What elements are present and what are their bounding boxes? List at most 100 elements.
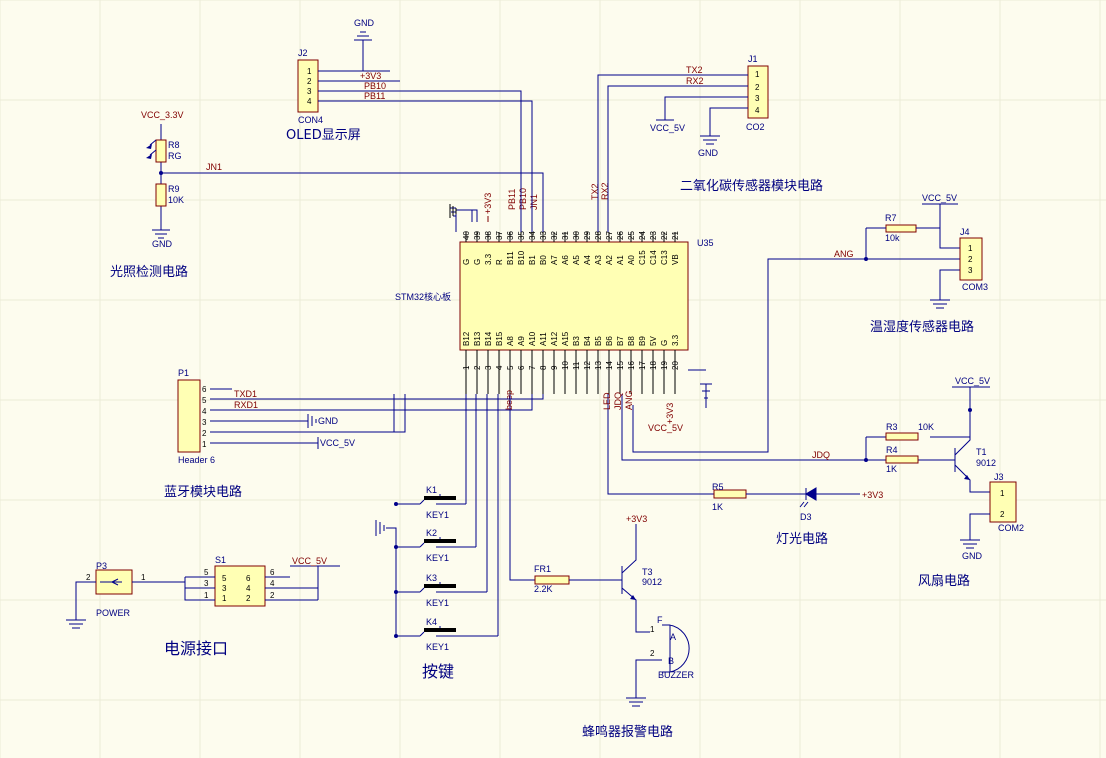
key-button-bar xyxy=(424,539,456,543)
mcu-bot-pin-num: 14 xyxy=(605,361,614,370)
light-sensor-circuit: VCC_3.3V R8 RG R9 10K GND JN1 xyxy=(141,110,544,249)
s1-pin3: 3 xyxy=(204,579,209,588)
power-circuit: P3 POWER 2 1 S1 5 6 3 4 1 2 5 3 1 6 4 2 … xyxy=(66,555,340,629)
j4-vcc: VCC_5V xyxy=(922,193,957,203)
p1-pin4: 4 xyxy=(202,407,207,416)
mcu-top-pin-label: A5 xyxy=(572,255,581,265)
mcu-bottom-wires: beep LED JDQ ANG +3V3 VCC_5V xyxy=(504,350,866,581)
j2-net-3v3: +3V3 xyxy=(360,71,381,81)
net-jdq: JDQ xyxy=(613,392,623,410)
caption-temp: 温湿度传感器电路 xyxy=(870,319,974,335)
light-vcc: VCC_3.3V xyxy=(141,110,184,120)
j2-pin2: 2 xyxy=(307,77,312,86)
mcu-top-pin-label: A6 xyxy=(561,255,570,265)
fr1-body xyxy=(534,575,570,585)
temp-humidity-circuit: VCC_5V R7 10k ANG J4 COM3 1 2 3 xyxy=(767,193,988,350)
caption-buzzer: 蜂鸣器报警电路 xyxy=(582,724,673,740)
mcu-top-pin-label: B0 xyxy=(539,255,548,265)
s1-body xyxy=(214,565,266,607)
light-net: JN1 xyxy=(206,162,222,172)
key-button-bar xyxy=(424,628,456,632)
t1-ref: T1 xyxy=(976,447,987,457)
mcu-top-pin-num: 36 xyxy=(506,231,515,240)
s1-pin1: 1 xyxy=(204,591,209,600)
t1-value: 9012 xyxy=(976,458,996,468)
mcu-u35: 40G39G383.337R36B1135B1034B133B032A731A6… xyxy=(395,231,714,394)
p3-pin2: 2 xyxy=(86,573,91,582)
d3-led-icon xyxy=(805,487,817,501)
s1-inner-2: 2 xyxy=(246,594,251,603)
j1-net-rx2: RX2 xyxy=(686,76,704,86)
mcu-top-pin-num: 30 xyxy=(572,231,581,240)
j4-ref: J4 xyxy=(960,227,970,237)
j1-pin1: 1 xyxy=(755,70,760,79)
j2-net-pb11: PB11 xyxy=(364,91,385,101)
r7-ref: R7 xyxy=(885,213,897,223)
net-led: LED xyxy=(602,392,612,410)
mcu-bot-pin-num: 15 xyxy=(616,361,625,370)
p1-pin1: 1 xyxy=(202,440,207,449)
p1-pin3: 3 xyxy=(202,418,207,427)
p1-net-rxd1: RXD1 xyxy=(234,400,258,410)
j4-name: COM3 xyxy=(962,282,988,292)
mcu-bot-pin-label: A12 xyxy=(550,331,559,346)
r4-ref: R4 xyxy=(886,445,898,455)
j1-pin2: 2 xyxy=(755,83,760,92)
mcu-top-pin-label: G xyxy=(473,259,482,265)
mcu-bot-pin-num: 7 xyxy=(528,365,537,370)
j4-pin3: 3 xyxy=(968,266,973,275)
r8-ref: R8 xyxy=(168,140,180,150)
buzzer-body xyxy=(662,624,690,673)
s1-pin2: 2 xyxy=(270,591,275,600)
net-jn1-top: JN1 xyxy=(529,194,539,210)
key-ref: K1 xyxy=(426,485,437,495)
key-switch-4 xyxy=(396,626,460,637)
mcu-bot-pin-label: A15 xyxy=(561,331,570,346)
key-name: KEY1 xyxy=(426,553,449,563)
net-ang: ANG xyxy=(624,390,634,410)
mcu-bot-pin-num: 13 xyxy=(594,361,603,370)
p1-pin2: 2 xyxy=(202,429,207,438)
mcu-top-pin-label: B11 xyxy=(506,251,515,265)
j2-gnd: GND xyxy=(354,18,375,28)
mcu-top-pin-num: 22 xyxy=(660,231,669,240)
j2-net-pb10: PB10 xyxy=(364,81,386,91)
net-pb10-top: PB10 xyxy=(518,188,528,210)
buzzer-circuit: FR1 2.2K +3V3 T3 9012 F A B 1 2 BUZZER xyxy=(534,514,695,707)
mcu-top-pin-label: A4 xyxy=(583,255,592,265)
key-name: KEY1 xyxy=(426,510,449,520)
co2-connector-j1: J1 CO2 1 2 3 4 TX2 RX2 VCC_5V GND xyxy=(597,54,769,232)
mcu-name: STM32核心板 xyxy=(395,291,451,302)
light-gnd: GND xyxy=(152,239,173,249)
mcu-top-pin-label: VB xyxy=(671,254,680,265)
mcu-bot-pin-num: 5 xyxy=(506,365,515,370)
t1-emitter-arrow xyxy=(964,475,970,480)
caption-oled: OLED显示屏 xyxy=(286,128,361,143)
mcu-bot-pin-label: B15 xyxy=(495,331,504,346)
caption-fan: 风扇电路 xyxy=(918,573,970,589)
mcu-bot-pin-num: 20 xyxy=(671,361,680,370)
r8-body xyxy=(155,139,167,163)
j1-name: CO2 xyxy=(746,122,765,132)
mcu-bot-pin-label: B7 xyxy=(616,336,625,346)
mcu-bot-pin-num: 1 xyxy=(462,365,471,370)
mcu-top-pin-label: C13 xyxy=(660,250,669,265)
j1-gnd: GND xyxy=(698,148,719,158)
mcu-top-pin-num: 21 xyxy=(671,231,680,240)
fan-circuit: VCC_5V R3 10K R4 1K JDQ T1 9012 J3 COM2 … xyxy=(812,376,1024,561)
caption-keys: 按键 xyxy=(422,662,454,681)
bluetooth-header-p1: P1 Header 6 6 5 4 3 2 1 TXD1 RXD1 GND VC… xyxy=(177,368,544,465)
mcu-top-pin-label: A2 xyxy=(605,255,614,265)
j2-pin3: 3 xyxy=(307,87,312,96)
buzzer-name: BUZZER xyxy=(658,670,695,680)
r3-value: 10K xyxy=(918,422,934,432)
mcu-top-pin-num: 28 xyxy=(594,231,603,240)
mcu-top-pin-label: A1 xyxy=(616,255,625,265)
p1-pin5: 5 xyxy=(202,396,207,405)
fr1-ref: FR1 xyxy=(534,564,551,574)
t3-emitter-arrow xyxy=(630,595,636,600)
mcu-bot-pin-num: 2 xyxy=(473,365,482,370)
net-rx2-top: RX2 xyxy=(600,182,610,200)
j4-net-ang: ANG xyxy=(834,249,854,259)
